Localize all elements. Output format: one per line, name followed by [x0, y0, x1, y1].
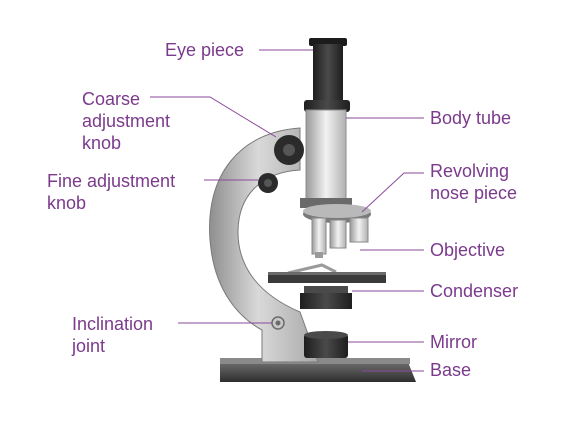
label-line: Revolving — [430, 161, 510, 181]
label-fine-adjustment-knob: Fine adjustment knob — [47, 170, 175, 214]
label-line: knob — [82, 133, 122, 153]
leader-coarse-knob — [150, 96, 277, 138]
coarse-knob-shape — [274, 135, 304, 165]
label-line: Coarse — [82, 89, 141, 109]
label-coarse-adjustment-knob: Coarse adjustment knob — [82, 88, 170, 154]
inclination-joint-shape — [271, 316, 285, 330]
label-base: Base — [430, 360, 472, 380]
fine-knob-shape — [258, 173, 278, 193]
condenser-shape — [300, 286, 352, 309]
label-line: adjustment — [82, 111, 171, 131]
leader-lines — [150, 49, 424, 372]
label-revolving-nose-piece: Revolving nose piece — [430, 160, 517, 204]
leader-nose-piece — [361, 172, 424, 213]
label-line: Inclination — [72, 314, 154, 334]
label-eye-piece: Eye piece — [165, 40, 245, 60]
stage-shape — [268, 263, 386, 283]
label-condenser: Condenser — [430, 281, 519, 301]
body-tube-shape — [300, 109, 352, 208]
label-body-tube: Body tube — [430, 108, 512, 128]
mirror-shape — [304, 331, 348, 358]
label-inclination-joint: Inclination joint — [72, 313, 153, 357]
label-line: knob — [47, 193, 87, 213]
label-mirror: Mirror — [430, 332, 477, 352]
label-line: joint — [72, 336, 106, 356]
label-objective: Objective — [430, 240, 506, 260]
label-line: nose piece — [430, 183, 518, 203]
arm-shape — [209, 127, 319, 363]
label-line: Fine adjustment — [47, 171, 176, 191]
eyepiece-shape — [304, 38, 350, 112]
objectives-shape — [311, 217, 369, 258]
